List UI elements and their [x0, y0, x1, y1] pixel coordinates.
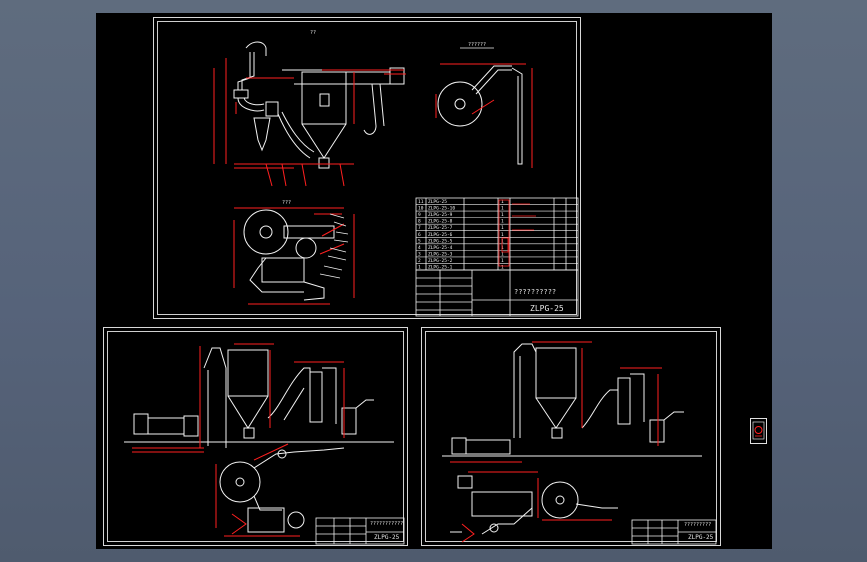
parts-row-code: ZLPG-25-3 — [428, 251, 453, 257]
parts-row-code: ZLPG-25-4 — [428, 245, 453, 251]
parts-row-code: ZLPG-25-7 — [428, 225, 453, 231]
view-label-plan: ??? — [282, 200, 292, 206]
br-plan — [450, 475, 618, 535]
parts-row-number: 1 — [418, 265, 421, 271]
parts-row-number: 6 — [418, 232, 421, 238]
sheet-top-drawing-number: ZLPG-25 — [530, 304, 564, 313]
thumbnail-graphic — [752, 421, 765, 440]
br-dimensions — [450, 341, 662, 463]
elevation-dimensions — [213, 58, 406, 187]
br-elevation — [442, 343, 702, 457]
bl-plan — [219, 447, 345, 533]
parts-row-code: ZLPG-25-9 — [428, 212, 453, 218]
br-plan-dimensions — [461, 471, 612, 543]
small-drawing-thumbnail[interactable] — [750, 418, 767, 444]
leader-lines — [319, 213, 349, 279]
parts-row-qty: 1 — [501, 219, 504, 225]
sheet-bl-title: ??????????? — [370, 521, 404, 527]
sheet-bl-drawing-number: ZLPG-25 — [374, 534, 400, 541]
plan-dimensions — [233, 207, 355, 305]
sheet-top-graphics: 11ZLPG-25110ZLPG-25-1019ZLPG-25-918ZLPG-… — [213, 41, 579, 317]
parts-row-qty: 1 — [501, 199, 504, 205]
parts-row-qty: 1 — [501, 258, 504, 264]
parts-row-number: 8 — [418, 219, 421, 225]
parts-row-number: 10 — [418, 206, 424, 212]
parts-row-number: 11 — [418, 199, 424, 205]
parts-row-code: ZLPG-25-8 — [428, 219, 453, 225]
parts-row-qty: 1 — [501, 245, 504, 251]
bl-plan-dimensions — [215, 443, 300, 537]
sheet-br-graphics — [442, 341, 717, 545]
br-title-block — [631, 519, 717, 545]
sheet-br-title: ????????? — [684, 522, 712, 528]
parts-row-number: 4 — [418, 245, 421, 251]
parts-list-red — [498, 199, 536, 267]
sheet-bl-graphics — [124, 343, 405, 545]
parts-row-qty: 1 — [501, 212, 504, 218]
side-view-dimensions — [435, 63, 533, 168]
sheet-br-drawing-number: ZLPG-25 — [688, 534, 714, 541]
parts-row-code: ZLPG-25-10 — [428, 206, 455, 212]
side-view — [437, 65, 523, 165]
parts-row-number: 7 — [418, 225, 421, 231]
title-block — [415, 269, 579, 317]
parts-row-number: 2 — [418, 258, 421, 264]
bl-elevation — [124, 347, 394, 448]
drawing-sheet-bottom-left: ??????????? ZLPG-25 — [103, 327, 408, 546]
sheet-top-title: ?????????? — [514, 288, 557, 296]
plan-view — [243, 209, 335, 301]
drawing-sheet-bottom-right: ????????? ZLPG-25 — [421, 327, 721, 546]
parts-row-code: ZLPG-25-1 — [428, 265, 453, 271]
parts-row-qty: 1 — [501, 238, 504, 244]
parts-row-number: 3 — [418, 251, 421, 257]
parts-row-number: 9 — [418, 212, 421, 218]
bl-dimensions — [132, 343, 345, 453]
parts-row-code: ZLPG-25-6 — [428, 232, 453, 238]
parts-row-qty: 1 — [501, 251, 504, 257]
parts-list-table — [415, 197, 579, 271]
parts-row-code: ZLPG-25-2 — [428, 258, 453, 264]
parts-row-qty: 1 — [501, 225, 504, 231]
parts-row-qty: 1 — [501, 265, 504, 271]
view-label-side: ?????? — [468, 42, 487, 48]
parts-row-qty: 1 — [501, 232, 504, 238]
view-label-elevation: ?? — [310, 30, 317, 36]
parts-row-code: ZLPG-25-5 — [428, 238, 453, 244]
bl-title-block — [315, 517, 405, 545]
parts-row-qty: 1 — [501, 206, 504, 212]
parts-row-code: ZLPG-25 — [428, 199, 447, 205]
parts-row-number: 5 — [418, 238, 421, 244]
elevation-view — [233, 41, 405, 169]
